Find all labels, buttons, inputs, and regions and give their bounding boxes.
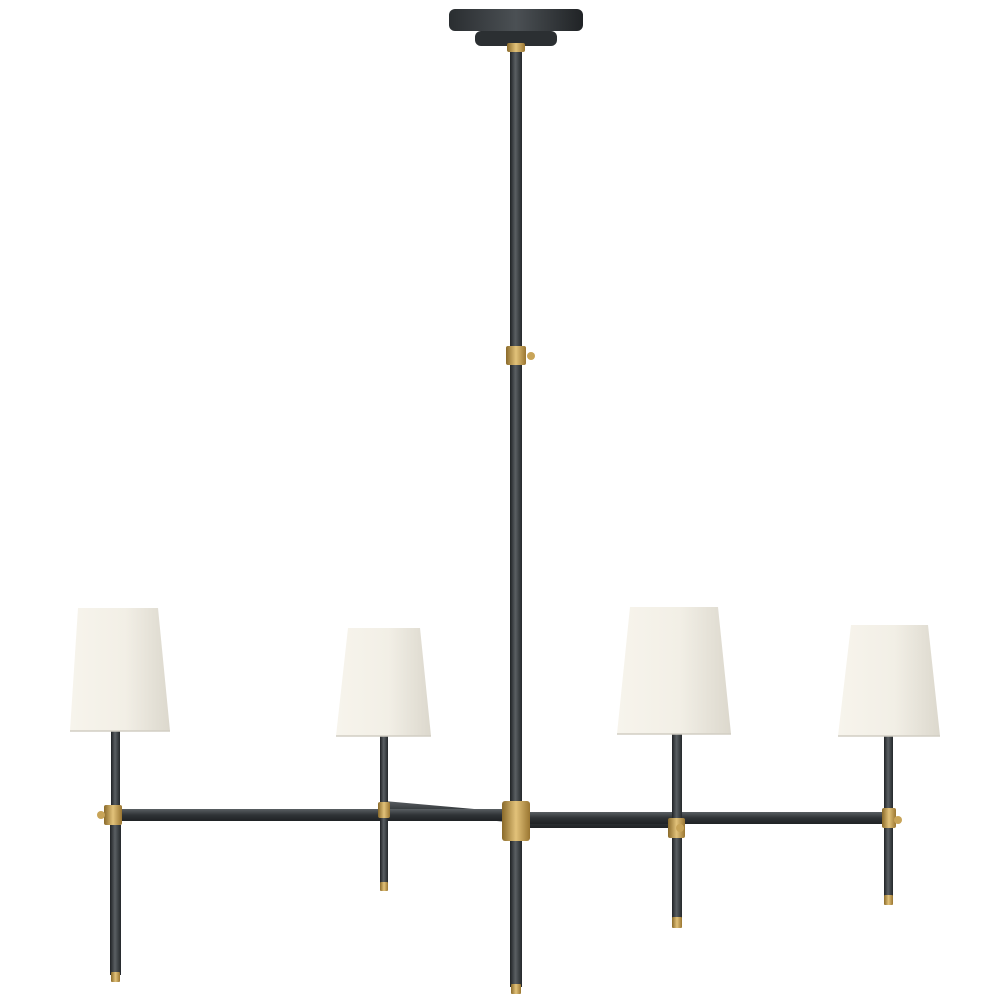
main-rod bbox=[506, 52, 535, 805]
front-arm bbox=[104, 809, 890, 824]
lamp-arm-2 bbox=[378, 734, 390, 891]
lamp-arm-4 bbox=[882, 734, 902, 905]
lampshade-1 bbox=[70, 608, 170, 732]
lampshade-3 bbox=[617, 607, 731, 735]
center-hub bbox=[502, 801, 530, 994]
lampshade-2 bbox=[336, 628, 431, 737]
ceiling-canopy bbox=[449, 9, 583, 52]
lampshade-4 bbox=[838, 625, 940, 737]
lamp-arm-1 bbox=[97, 730, 122, 982]
lamp-arm-3 bbox=[668, 732, 685, 928]
